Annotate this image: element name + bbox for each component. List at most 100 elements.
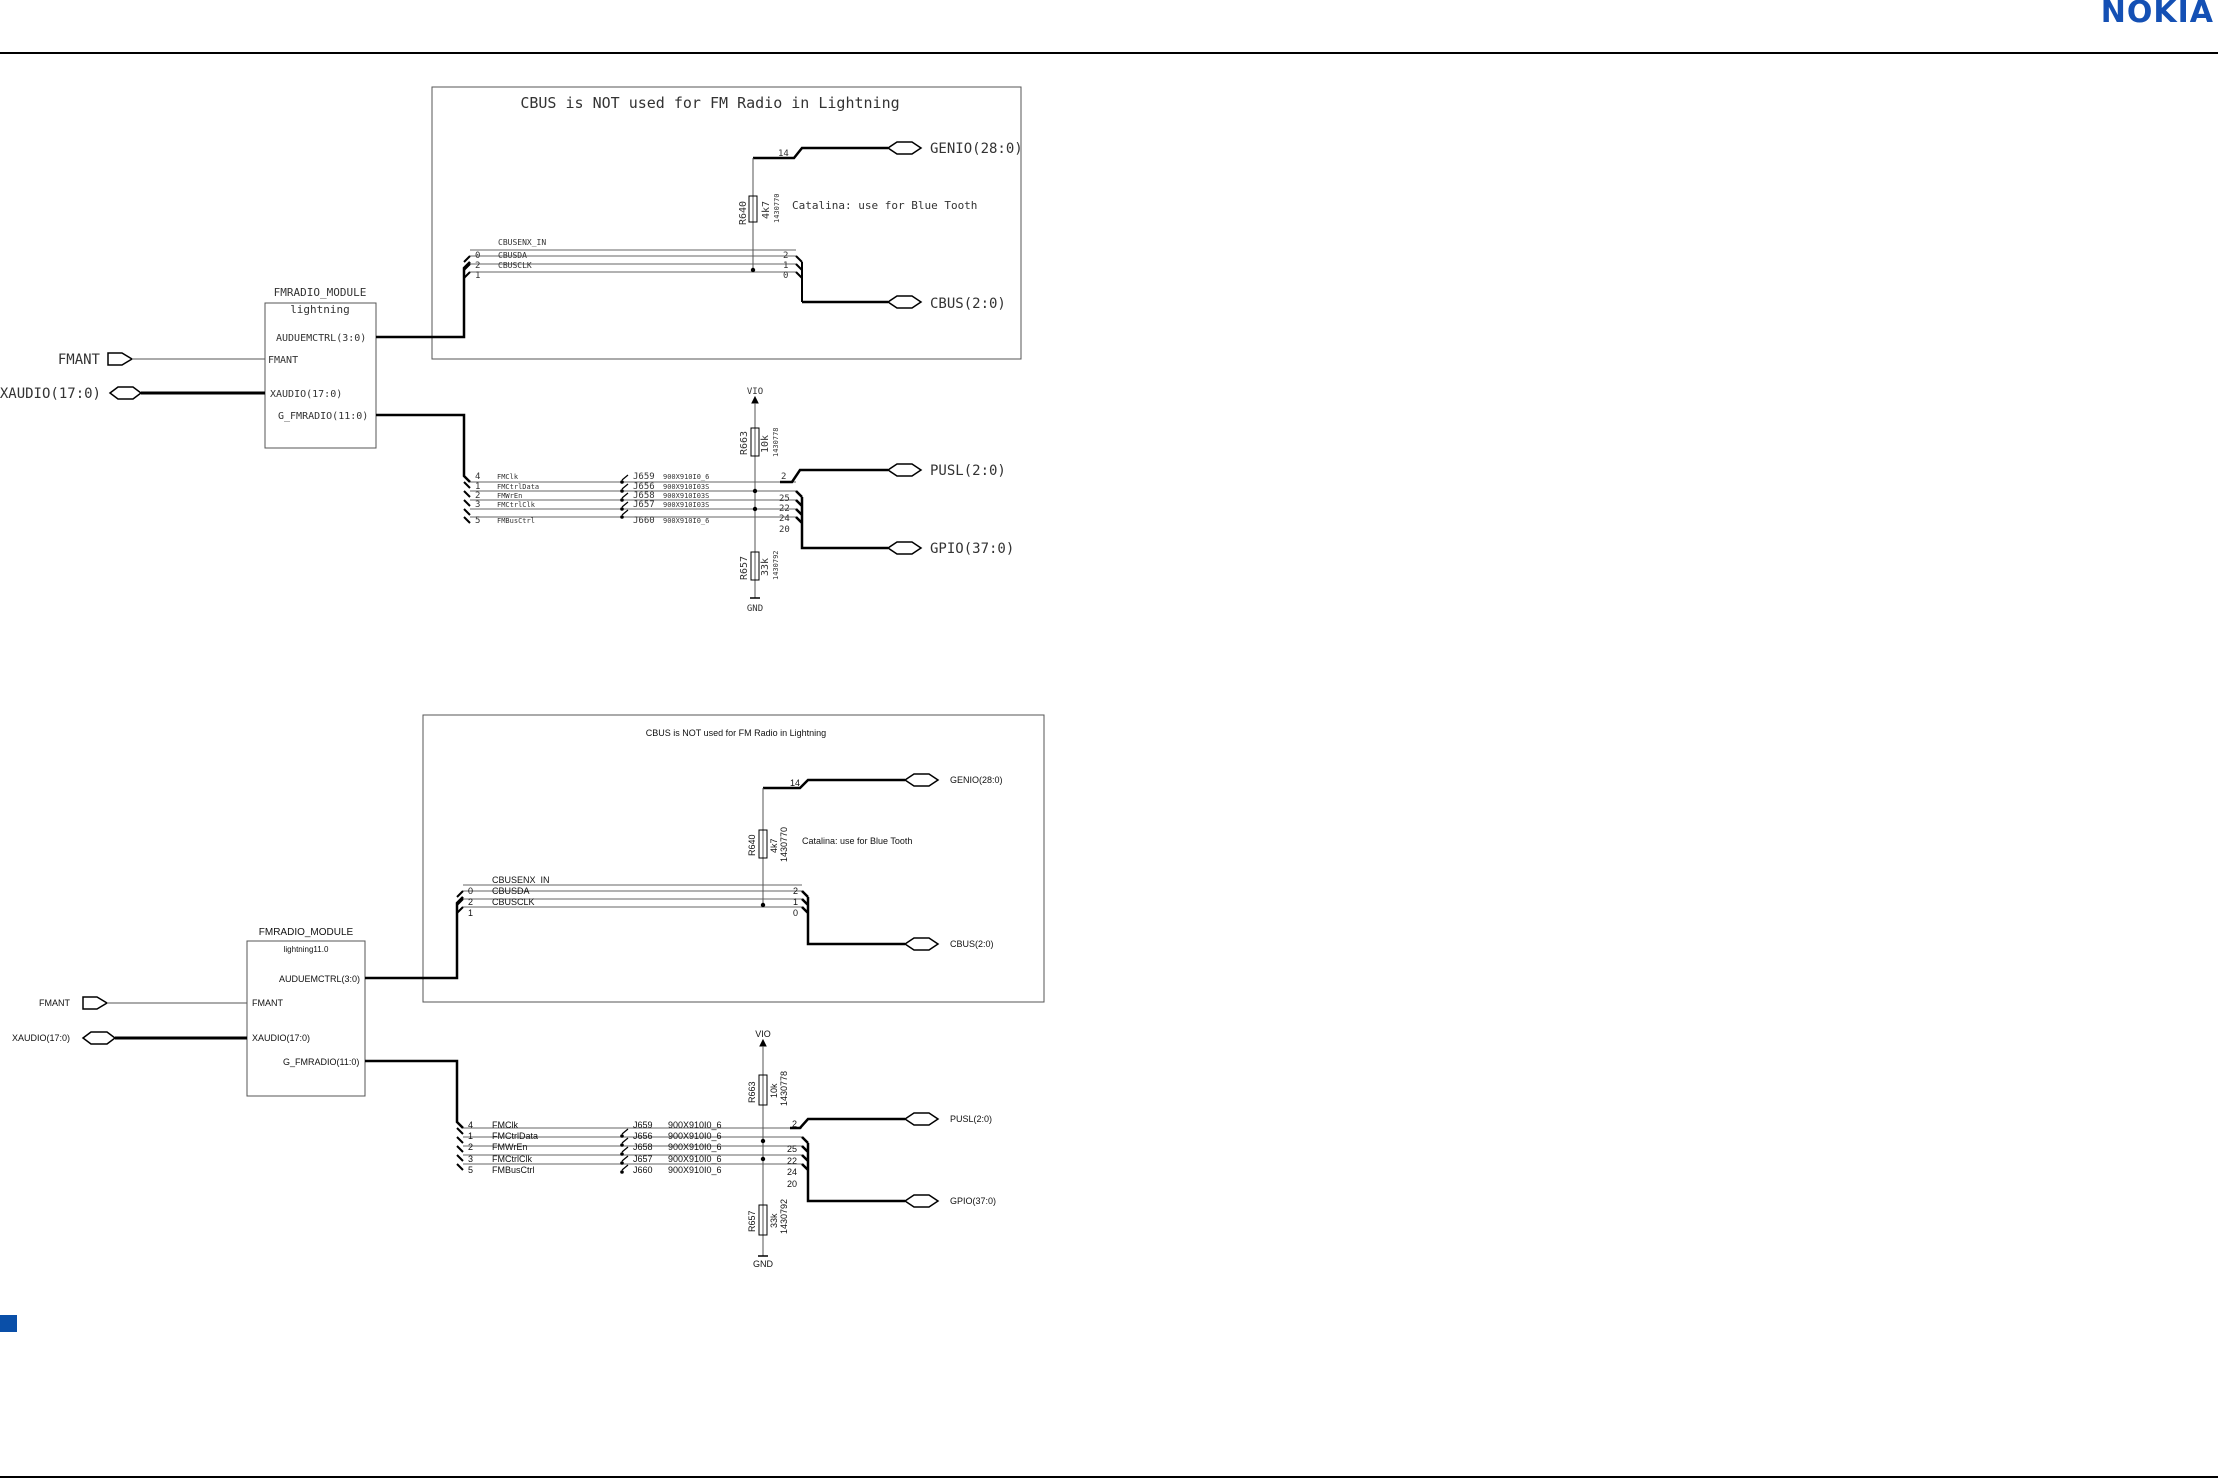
fm-testpoint-marks-top bbox=[621, 474, 629, 516]
r640-part: 1430770 bbox=[773, 193, 781, 223]
pusl-wire-bottom bbox=[790, 1117, 905, 1130]
fm-bot-1-part: 900X910I0_6 bbox=[668, 1131, 722, 1141]
pin-fmant-bottom: FMANT bbox=[252, 998, 283, 1008]
r663-part-top: 1430778 bbox=[772, 427, 780, 457]
fm-top-3-idx: 3 bbox=[475, 500, 480, 510]
fmant-port-label-bottom: FMANT bbox=[39, 998, 70, 1008]
fmradio-module-block bbox=[264, 302, 377, 449]
fm-bot-3-idx: 3 bbox=[468, 1154, 473, 1164]
pusl-port-label: PUSL(2:0) bbox=[930, 463, 1006, 479]
fm-top-3-name: FMCtrlClk bbox=[497, 501, 536, 509]
fm-top-4-ref: J660 bbox=[633, 516, 655, 526]
r663-junction-top bbox=[752, 488, 758, 494]
fm-top-3-ref: J657 bbox=[633, 500, 655, 510]
r640-ref: R640 bbox=[738, 201, 749, 225]
fm-bot-2-idx: 2 bbox=[468, 1142, 473, 1152]
cbus-b-0-pin: 2 bbox=[793, 886, 798, 896]
fm-bot-1-name: FMCtrlData bbox=[492, 1131, 538, 1141]
pusl-wire-top bbox=[780, 468, 888, 484]
fm-bot-4-name: FMBusCtrl bbox=[492, 1165, 535, 1175]
vio-arrow-icon-bottom bbox=[759, 1038, 767, 1047]
r640-value: 4k7 bbox=[761, 201, 772, 219]
cbus-b-0-bus: 0 bbox=[468, 886, 473, 896]
r657-junction-top bbox=[752, 506, 758, 512]
fm-top-0-name: FMClk bbox=[497, 473, 519, 481]
pin-audctrl: AUDUEMCTRL(3:0) bbox=[276, 333, 366, 344]
notice-text: CBUS is NOT used for FM Radio in Lightni… bbox=[520, 94, 899, 112]
genio-wire-bottom bbox=[763, 778, 905, 790]
module-lib: lightning bbox=[290, 303, 350, 316]
fm-top-3-pin: 24 bbox=[779, 514, 790, 524]
gnd-label-top: GND bbox=[747, 604, 763, 614]
cbus-bus-entries-bottom bbox=[456, 890, 464, 914]
fmant-port-icon bbox=[107, 352, 134, 366]
genio-port-icon-bottom bbox=[903, 773, 940, 787]
fm-net-lines-top bbox=[470, 481, 796, 518]
pusl-port-icon bbox=[886, 463, 923, 477]
fmant-port-icon-bottom bbox=[82, 996, 109, 1010]
fm-top-1-ref: J656 bbox=[633, 482, 655, 492]
xaudio-port-icon-bottom bbox=[81, 1031, 117, 1045]
gpio-port-label: GPIO(37:0) bbox=[930, 541, 1014, 557]
r657-resistor-top bbox=[750, 551, 760, 581]
r663-ref-top: R663 bbox=[739, 431, 750, 455]
fm-top-2-part: 900X910I03S bbox=[663, 492, 709, 500]
fm-bot-1-idx: 1 bbox=[468, 1131, 473, 1141]
fm-top-1-pin: 25 bbox=[779, 494, 790, 504]
fm-bus-entries bbox=[463, 481, 471, 524]
r640-junction bbox=[750, 267, 756, 273]
cbus-port-icon-bottom bbox=[903, 937, 940, 951]
fm-top-1-name: FMCtrlData bbox=[497, 483, 539, 491]
pin-xaudio-bottom: XAUDIO(17:0) bbox=[252, 1033, 310, 1043]
cbus-net-2-pin: 0 bbox=[783, 271, 788, 281]
fm-bot-0-name: FMClk bbox=[492, 1120, 518, 1130]
vio-arrow-icon bbox=[751, 395, 759, 404]
cbus-port-label-bottom: CBUS(2:0) bbox=[950, 939, 994, 949]
nokia-logo: NOKIA bbox=[2101, 0, 2214, 30]
r657-junction-bottom bbox=[760, 1156, 766, 1162]
cbus-b-1-name: CBUSCLK bbox=[492, 897, 535, 907]
fm-bot-2-ref: J658 bbox=[633, 1142, 653, 1152]
section-marker-icon bbox=[0, 1315, 17, 1332]
cbus-b-0-name: CBUSDA bbox=[492, 886, 530, 896]
cbus-net-0-pin: 2 bbox=[783, 251, 788, 261]
top-schematic: CBUS is NOT used for FM Radio in Lightni… bbox=[0, 86, 1023, 614]
fm-bot-0-part: 900X910I0_6 bbox=[668, 1120, 722, 1130]
fm-top-4-idx: 5 bbox=[475, 516, 480, 526]
module-name: FMRADIO_MODULE bbox=[274, 286, 367, 299]
pin-fmant: FMANT bbox=[268, 355, 298, 366]
cbus-right-entries-bottom bbox=[801, 890, 905, 946]
cbus-port-icon bbox=[886, 295, 923, 309]
pusl-port-label-bottom: PUSL(2:0) bbox=[950, 1114, 992, 1124]
gpio-entries-bottom bbox=[801, 1136, 905, 1203]
fm-top-1-part: 900X910I03S bbox=[663, 483, 709, 491]
cbus-b-2-bus: 1 bbox=[468, 908, 473, 918]
notice-frame bbox=[431, 86, 1022, 360]
r640-resistor bbox=[748, 195, 758, 223]
vio-label-bottom: VIO bbox=[755, 1029, 771, 1039]
notice-frame-bottom bbox=[422, 714, 1045, 1003]
fm-top-0-idx: 4 bbox=[475, 472, 480, 482]
fm-top-0-ref: J659 bbox=[633, 472, 655, 482]
r640-ref-bottom: R640 bbox=[747, 834, 757, 856]
fm-top-2-name: FMWrEn bbox=[497, 492, 522, 500]
bluetooth-note: Catalina: use for Blue Tooth bbox=[792, 199, 977, 212]
fm-top-2-idx: 2 bbox=[475, 491, 480, 501]
module-name-bottom: FMRADIO_MODULE bbox=[259, 927, 354, 938]
r663-value-top: 10k bbox=[760, 435, 771, 453]
gnd-label-bottom: GND bbox=[753, 1259, 774, 1269]
fm-bot-2-part: 900X910I0_6 bbox=[668, 1142, 722, 1152]
genio-pin-bottom: 14 bbox=[790, 778, 800, 788]
fm-top-3-part: 900X910I03S bbox=[663, 501, 709, 509]
fm-top-2-pin: 22 bbox=[779, 504, 790, 514]
r657-value-top: 33k bbox=[760, 558, 771, 576]
cbus-net-lines bbox=[470, 249, 796, 273]
gfm-bus-bottom bbox=[365, 1059, 464, 1129]
fmant-port-label: FMANT bbox=[58, 352, 101, 368]
audctrl-bus bbox=[376, 261, 471, 339]
cbus-net-1-name: CBUSCLK bbox=[498, 261, 532, 270]
fm-bot-1-pin: 25 bbox=[787, 1144, 797, 1154]
xaudio-port-label-bottom: XAUDIO(17:0) bbox=[12, 1033, 70, 1043]
pin-gfm-bottom: G_FMRADIO(11:0) bbox=[283, 1057, 359, 1067]
fm-bot-3-ref: J657 bbox=[633, 1154, 653, 1164]
